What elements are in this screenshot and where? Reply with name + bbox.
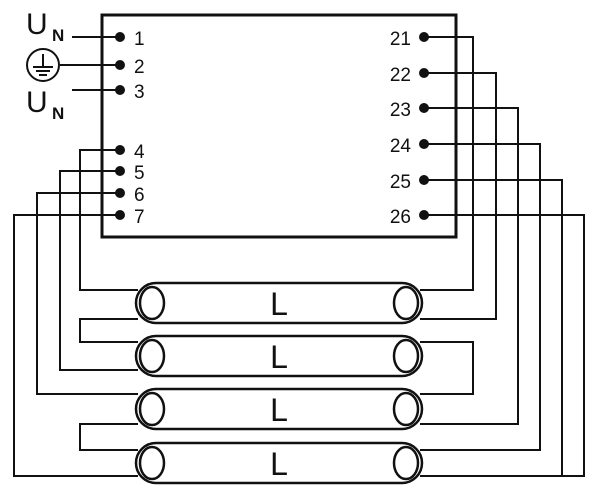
supply-sub-top: N: [52, 26, 64, 45]
bridge-lamp2-lamp3: [420, 341, 474, 395]
terminal-22-label: 22: [390, 65, 411, 86]
terminal-3-dot: [115, 85, 125, 95]
bridge-lamp1-lamp2: [79, 318, 138, 343]
lamp-1-label: L: [270, 286, 288, 322]
terminal-6-dot: [115, 188, 125, 198]
bridge-lamp3-lamp4: [79, 423, 138, 451]
terminal-26-dot: [419, 210, 429, 220]
terminal-7-dot: [115, 210, 125, 220]
wire-terminal-7: [13, 214, 138, 477]
lamp-4-label: L: [270, 446, 288, 482]
lamp-1: L: [134, 281, 424, 325]
lamp-2: L: [134, 334, 424, 378]
supply-sub-bottom: N: [52, 104, 64, 123]
terminal-4-dot: [115, 145, 125, 155]
terminal-3-label: 3: [134, 82, 145, 103]
wire-terminal-23: [420, 107, 519, 425]
lamp-4: L: [134, 441, 424, 485]
wire-terminal-24: [420, 143, 541, 451]
terminal-6-label: 6: [134, 185, 145, 206]
terminal-5-label: 5: [134, 163, 145, 184]
protective-earth-icon: [26, 48, 60, 82]
terminal-5-dot: [115, 166, 125, 176]
terminal-4-label: 4: [134, 142, 145, 163]
supply-label-bottom: U: [26, 86, 48, 119]
terminal-24-label: 24: [390, 136, 412, 157]
terminal-2-label: 2: [134, 57, 145, 78]
supply-label-top: U: [26, 8, 48, 41]
terminal-2-dot: [115, 60, 125, 70]
terminal-26-label: 26: [390, 207, 411, 228]
terminal-25-label: 25: [390, 172, 411, 193]
lamp-2-label: L: [270, 339, 288, 375]
terminal-22-dot: [419, 68, 429, 78]
terminal-7-label: 7: [134, 207, 145, 228]
terminal-1-label: 1: [134, 29, 145, 50]
wire-terminal-6: [36, 192, 138, 395]
wire-terminal-4: [79, 149, 138, 291]
terminal-23-dot: [419, 103, 429, 113]
terminal-1-dot: [115, 32, 125, 42]
terminal-21-label: 21: [390, 29, 411, 50]
wire-terminal-22: [420, 72, 497, 320]
terminal-23-label: 23: [390, 100, 411, 121]
terminal-25-dot: [419, 175, 429, 185]
wire-terminal-26: [420, 214, 585, 477]
terminal-24-dot: [419, 139, 429, 149]
wire-terminal-21: [420, 36, 474, 291]
wire-terminal-5: [59, 170, 138, 371]
lamp-3: L: [134, 387, 424, 431]
terminal-21-dot: [419, 32, 429, 42]
ballast-box: [100, 13, 458, 239]
lamp-3-label: L: [270, 392, 288, 428]
